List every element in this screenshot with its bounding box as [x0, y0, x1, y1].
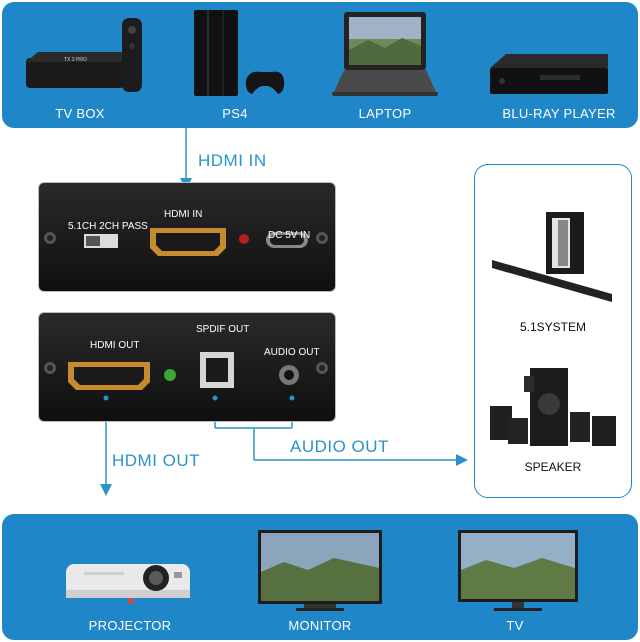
extractor-back-parts	[44, 352, 328, 401]
laptop-icon	[332, 12, 438, 96]
source-label-blu-ray-player: BLU-RAY PLAYER	[502, 106, 616, 121]
svg-text:TX 3 PRO: TX 3 PRO	[64, 57, 87, 63]
monitor-icon	[258, 530, 382, 611]
front-hdmi-in-label: HDMI IN	[164, 209, 203, 220]
switch-label: 5.1CH 2CH PASS	[68, 221, 148, 232]
soundbar-system-icon	[492, 212, 612, 302]
extractor-front-parts	[44, 228, 328, 256]
ps4-console-icon	[194, 10, 285, 96]
tv-box-icon: TX 3 PRO	[26, 18, 142, 92]
flow-label-hdmi-in: HDMI IN	[198, 151, 267, 170]
blu-ray-player-icon	[490, 54, 608, 94]
source-label-laptop: LAPTOP	[358, 106, 412, 121]
tv-icon	[458, 530, 578, 611]
dc-power-label: DC 5V IN	[268, 230, 311, 241]
output-label-tv: TV	[506, 618, 524, 633]
flow-label-hdmi-out: HDMI OUT	[112, 451, 201, 470]
speaker-label: SPEAKER	[524, 460, 582, 474]
audio-out-label: AUDIO OUT	[264, 347, 320, 358]
system-label: 5.1SYSTEM	[519, 320, 587, 334]
audio-devices-box	[474, 164, 632, 498]
output-label-projector: PROJECTOR	[88, 618, 172, 633]
source-label-ps4: PS4	[222, 106, 248, 121]
output-label-monitor: MONITOR	[288, 618, 352, 633]
back-hdmi-out-label: HDMI OUT	[90, 340, 140, 351]
spdif-out-label: SPDIF OUT	[196, 324, 250, 335]
projector-icon	[66, 564, 190, 604]
speaker-set-icon	[490, 368, 616, 446]
source-label-tv-box: TV BOX	[55, 106, 105, 121]
flow-label-audio-out: AUDIO OUT	[290, 437, 389, 456]
